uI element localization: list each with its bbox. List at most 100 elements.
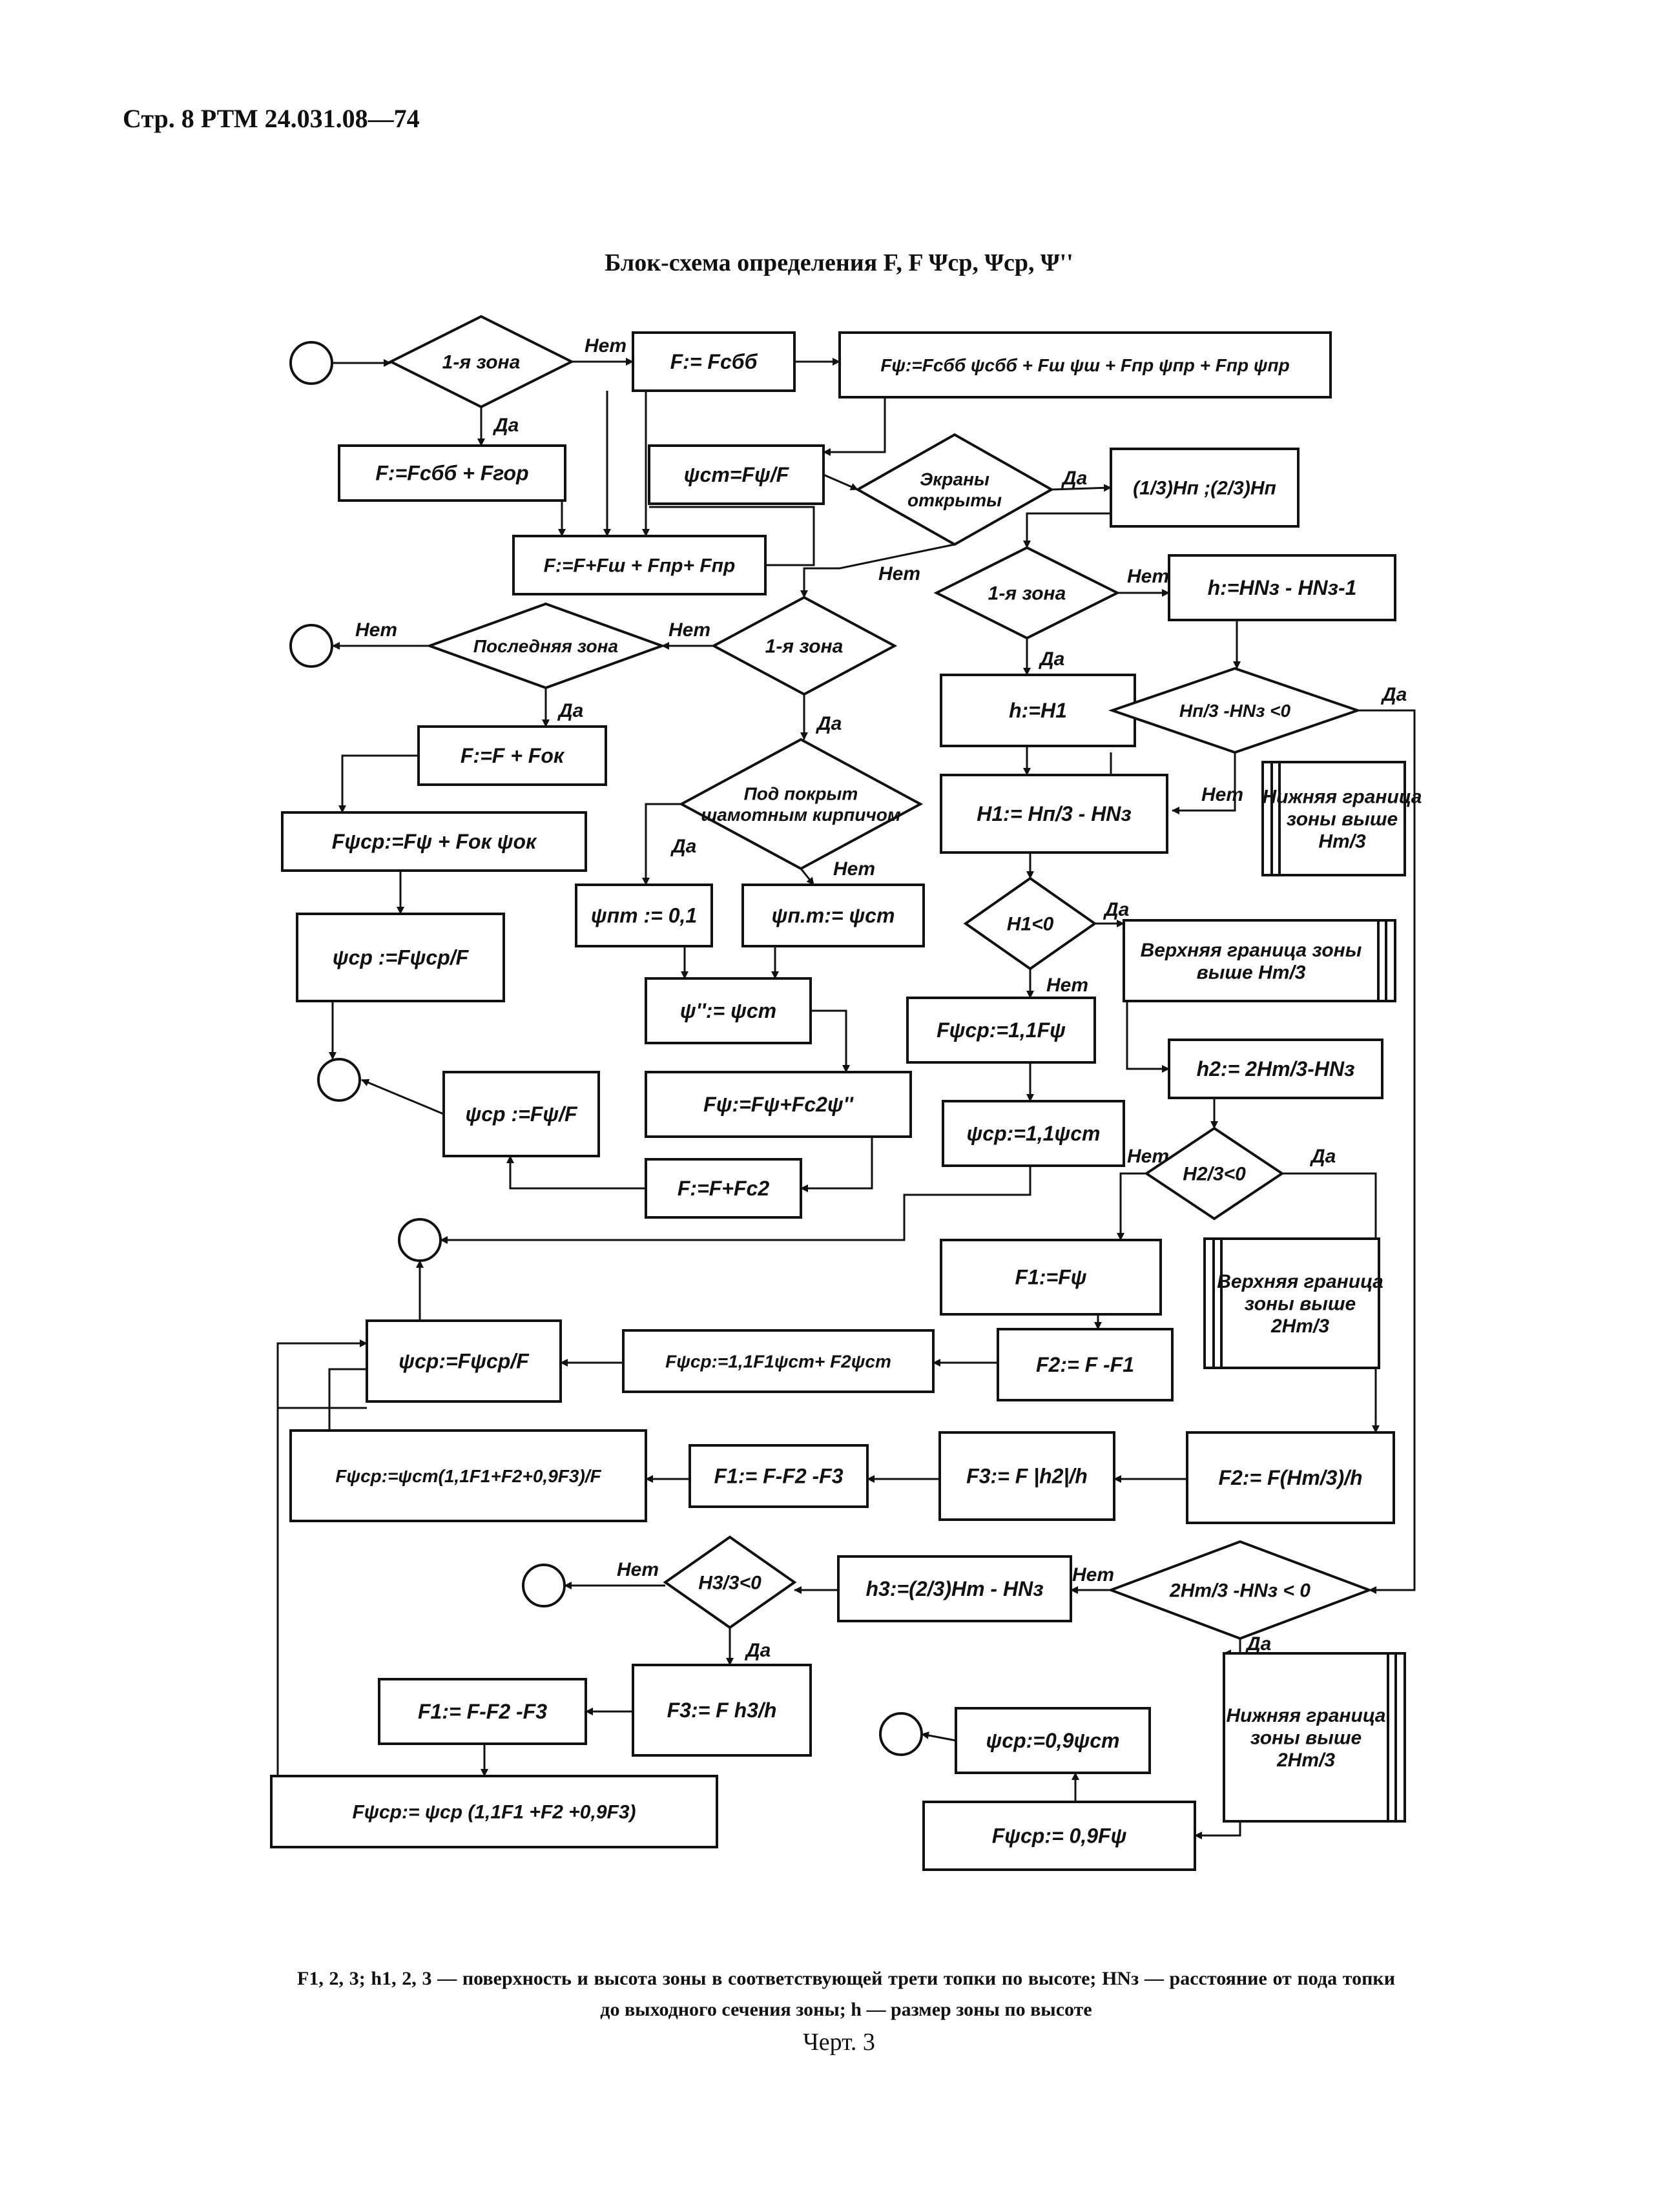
process-p-f-c2: F:=F+Fс2: [645, 1158, 802, 1219]
node-text: ψср:=1,1ψст: [967, 1122, 1101, 1145]
node-text: ψст=Fψ/F: [684, 463, 790, 486]
node-text: ψср:=0,9ψст: [986, 1729, 1120, 1752]
node-text: H2/3<0: [1183, 1164, 1246, 1185]
node-text: h2:= 2Hт/3-HNз: [1197, 1057, 1355, 1080]
node-text: h:=H1: [1009, 699, 1067, 722]
node-text: Последняя зона: [473, 636, 618, 656]
node-text: F:=F + Fок: [461, 744, 565, 767]
decision-d-last-zone: Последняя зона: [426, 602, 666, 690]
node-text: 1-я зона: [765, 636, 844, 657]
node-text: Fψср:=ψст(1,1F1+F2+0,9F3)/F: [335, 1466, 601, 1486]
process-p-psi-cm: ψст=Fψ/F: [648, 444, 825, 505]
process-p-h1-calc: H1:= Hп/3 - HNз: [940, 774, 1168, 854]
process-p-fpsicp-09: Fψср:= 0,9Fψ: [922, 1801, 1196, 1871]
edge-label-yes: Да: [557, 700, 583, 721]
node-text: 1-я зона: [988, 583, 1066, 605]
edge-label-no: Нет: [1201, 784, 1243, 805]
decision-d-h1-neg: H1<0: [963, 876, 1097, 971]
edge-label-no: Нет: [1127, 566, 1169, 587]
node-text: Fψ:=Fψ+Fс2ψ'': [703, 1093, 854, 1116]
process-p-fpsi-sum: Fψ:=Fсбб ψсбб + Fш ψш + Fпр ψпр + Fпр ψп…: [838, 331, 1332, 398]
edge-label-yes: Да: [492, 415, 519, 436]
node-text: (1/3)Hп ;(2/3)Hп: [1133, 478, 1276, 499]
node-text: ψср :=Fψср/F: [333, 946, 470, 969]
edge-label-no: Нет: [617, 1559, 659, 1580]
process-p-psi2-cm: ψ'':= ψст: [645, 977, 812, 1044]
process-p-h2-calc: h2:= 2Hт/3-HNз: [1168, 1039, 1383, 1099]
process-p-f1-three-b: F1:= F-F2 -F3: [378, 1678, 587, 1745]
edge-label-yes: Да: [1103, 899, 1129, 920]
process-p-fpsicp-11: Fψср:=1,1Fψ: [906, 997, 1096, 1064]
process-p-psi-pm-cm: ψп.т:= ψст: [741, 884, 925, 947]
figure-caption: F1, 2, 3; h1, 2, 3 — поверхность и высот…: [297, 1968, 1395, 2020]
process-p-f-ok: F:=F + Fок: [417, 725, 607, 786]
node-text: H1:= Hп/3 - HNз: [977, 802, 1131, 825]
process-p-h-h1: h:=H1: [940, 674, 1136, 747]
node-text: h:=HNз - HNз-1: [1208, 576, 1357, 599]
node-text: ψср :=Fψ/F: [465, 1102, 577, 1126]
start-terminal: [289, 341, 333, 385]
edge-label-no: Нет: [1046, 975, 1088, 996]
node-text: F:=F+Fс2: [678, 1177, 769, 1200]
decision-d-zone1-a: 1-я зона: [388, 315, 575, 409]
process-p-fpsi-c2: Fψ:=Fψ+Fс2ψ'': [645, 1071, 912, 1138]
edge-label-no: Нет: [355, 619, 397, 641]
edge-label-no: Нет: [878, 563, 920, 584]
node-text: F1:= F-F2 -F3: [714, 1465, 843, 1488]
decision-d-h33-neg: H3/3<0: [663, 1535, 797, 1629]
node-text: F3:= F |h2|/h: [966, 1465, 1088, 1488]
node-text: 2Hт/3 -HNз < 0: [1169, 1580, 1310, 1602]
end-terminal-psicp: [317, 1058, 361, 1102]
node-text: F2:= F(Hт/3)/h: [1218, 1466, 1362, 1489]
node-text: Fψср:= ψср (1,1F1 +F2 +0,9F3): [352, 1802, 636, 1823]
end-terminal-merge: [398, 1218, 442, 1262]
node-text: H1<0: [1007, 914, 1054, 935]
node-text: F1:= F-F2 -F3: [418, 1700, 547, 1723]
edge-label-no: Нет: [833, 858, 875, 880]
node-text: Hп/3 -HNз <0: [1179, 701, 1291, 721]
end-terminal-09: [879, 1712, 923, 1756]
node-text: F2:= F -F1: [1036, 1353, 1134, 1376]
process-p-h3-calc: h3:=(2/3)Hт - HNз: [837, 1555, 1072, 1622]
process-p-fpsicp-three: Fψср:=ψст(1,1F1+F2+0,9F3)/F: [289, 1429, 647, 1522]
decision-d-zone1-b: 1-я зона: [933, 546, 1121, 640]
node-text: Fψср:=1,1F1ψст+ F2ψст: [665, 1351, 891, 1371]
edge-label-no: Нет: [1072, 1564, 1114, 1586]
end-terminal-last-zone: [289, 624, 333, 668]
node-text: Fψср:=Fψ + Fок ψок: [332, 830, 537, 853]
process-p-f2-ht: F2:= F(Hт/3)/h: [1186, 1431, 1395, 1524]
process-p-f-gor: F:=Fсбб + Fгор: [338, 444, 566, 502]
process-p-psicp-b: ψср:=Fψср/F: [366, 1319, 562, 1403]
process-p-f1-three: F1:= F-F2 -F3: [689, 1444, 869, 1508]
process-p-f1-fpsi: F1:=Fψ: [940, 1239, 1162, 1316]
process-p-f3-ratio: F3:= F |h2|/h: [938, 1431, 1115, 1521]
diagram-title: Блок-схема определения F, F Ψср, Ψср, Ψ'…: [605, 249, 1073, 276]
process-p-fpsicp-ok: Fψср:=Fψ + Fок ψок: [281, 811, 587, 872]
process-p-psi-pm01: ψпт := 0,1: [575, 884, 713, 947]
node-text: h3:=(2/3)Hт - HNз: [865, 1577, 1043, 1600]
decision-d-2ht-neg: 2Hт/3 -HNз < 0: [1107, 1540, 1373, 1640]
edge-label-yes: Да: [670, 836, 696, 857]
process-p-psicp-div: ψср :=Fψср/F: [296, 913, 505, 1002]
node-text: Fψср:= 0,9Fψ: [992, 1824, 1127, 1848]
decision-d-h23-neg: H2/3<0: [1144, 1126, 1285, 1221]
process-p-psicp-a: ψср :=Fψ/F: [442, 1071, 600, 1157]
process-p-thirds: (1/3)Hп ;(2/3)Hп: [1110, 448, 1300, 528]
page-header: Стр. 8 РТМ 24.031.08—74: [123, 104, 420, 133]
process-p-fpsicp-mix: Fψср:=1,1F1ψст+ F2ψст: [622, 1329, 935, 1393]
node-text: 1-я зона: [442, 352, 521, 373]
node-text: ψ'':= ψст: [680, 999, 776, 1022]
end-terminal-h33: [522, 1564, 566, 1607]
process-p-fpsicp-final: Fψср:= ψср (1,1F1 +F2 +0,9F3): [270, 1775, 718, 1848]
